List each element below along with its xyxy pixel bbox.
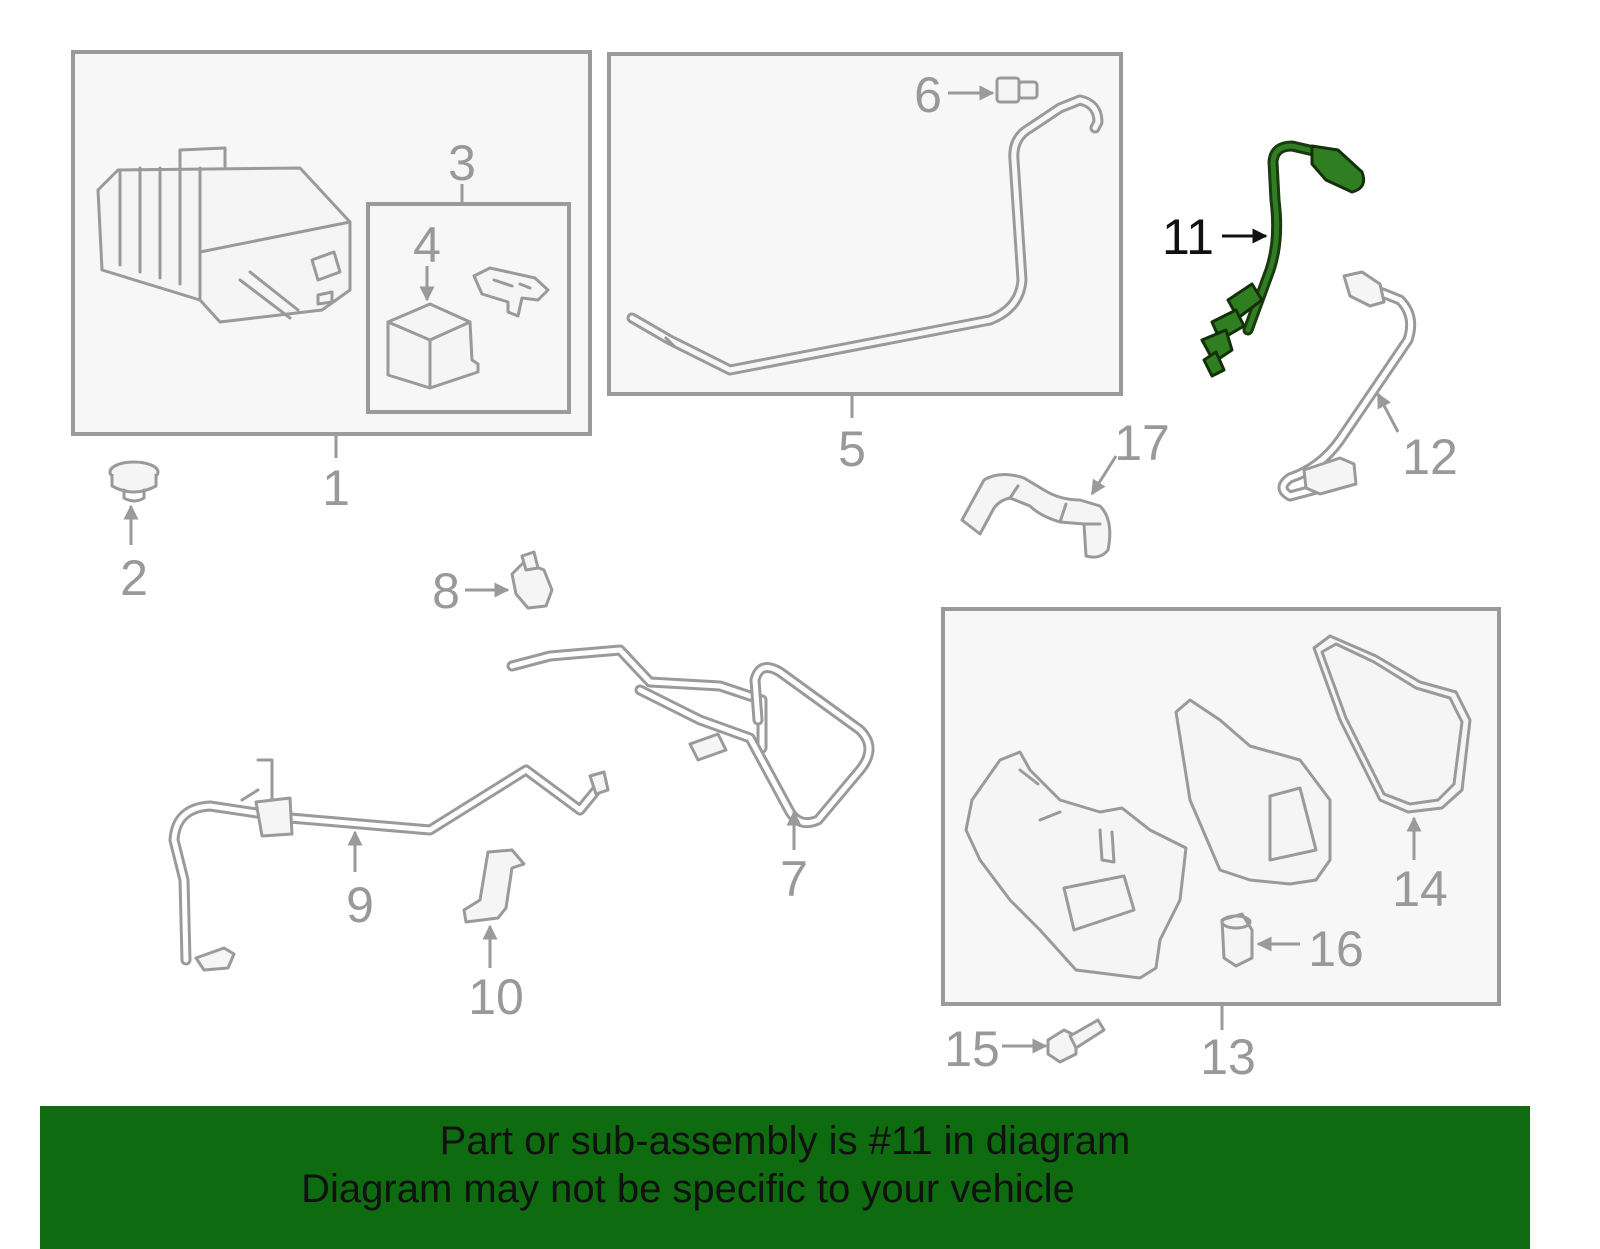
canister-assembly-box	[71, 50, 592, 436]
callout-10: 10	[468, 969, 524, 1025]
vent-valve-part	[386, 302, 480, 390]
callout-17: 17	[1114, 415, 1170, 471]
callout-16: 16	[1308, 921, 1364, 977]
callout-4: 4	[413, 217, 441, 273]
callout-labels: 1 2 3 4 5 6 7 8 9 10 11 12 13 14 15 16 1…	[120, 67, 1458, 1085]
footer-banner: Part or sub-assembly is #11 in diagram D…	[40, 1106, 1530, 1249]
callout-11: 11	[1162, 209, 1214, 265]
callout-5: 5	[838, 421, 866, 477]
clip-part	[465, 550, 554, 610]
tube-part	[168, 758, 610, 972]
oxygen-sensor-highlighted	[1200, 140, 1366, 378]
pressure-sensor-part	[472, 266, 550, 318]
quick-connector-part	[995, 76, 1039, 104]
callout-3: 3	[448, 135, 476, 191]
heat-shield-box	[941, 607, 1501, 1030]
callout-13: 13	[1200, 1029, 1256, 1085]
grommet-part	[108, 460, 160, 545]
callout-7: 7	[780, 851, 808, 907]
plug-part	[1220, 912, 1254, 968]
heat-shield-part	[964, 750, 1188, 980]
callout-9: 9	[346, 877, 374, 933]
footer-line-part-number: Part or sub-assembly is #11 in diagram	[439, 1119, 1131, 1163]
vapor-tube-box	[607, 52, 1123, 418]
shield-upper-part	[1174, 698, 1332, 886]
oxygen-sensor-part	[1277, 270, 1417, 502]
hose-part	[960, 455, 1118, 559]
footer-line-disclaimer: Diagram may not be specific to your vehi…	[301, 1167, 1075, 1211]
callout-15: 15	[944, 1021, 1000, 1077]
callout-2: 2	[120, 550, 148, 606]
bracket-part	[462, 848, 526, 968]
callout-1: 1	[322, 460, 350, 516]
callout-8: 8	[432, 563, 460, 619]
callout-6: 6	[914, 67, 942, 123]
shield-gasket-part	[1312, 634, 1472, 814]
callout-12: 12	[1402, 429, 1458, 485]
bolt-part	[1002, 1018, 1106, 1064]
canister-part	[96, 146, 352, 324]
tube-assembly-part	[506, 644, 875, 850]
callout-14: 14	[1392, 861, 1448, 917]
